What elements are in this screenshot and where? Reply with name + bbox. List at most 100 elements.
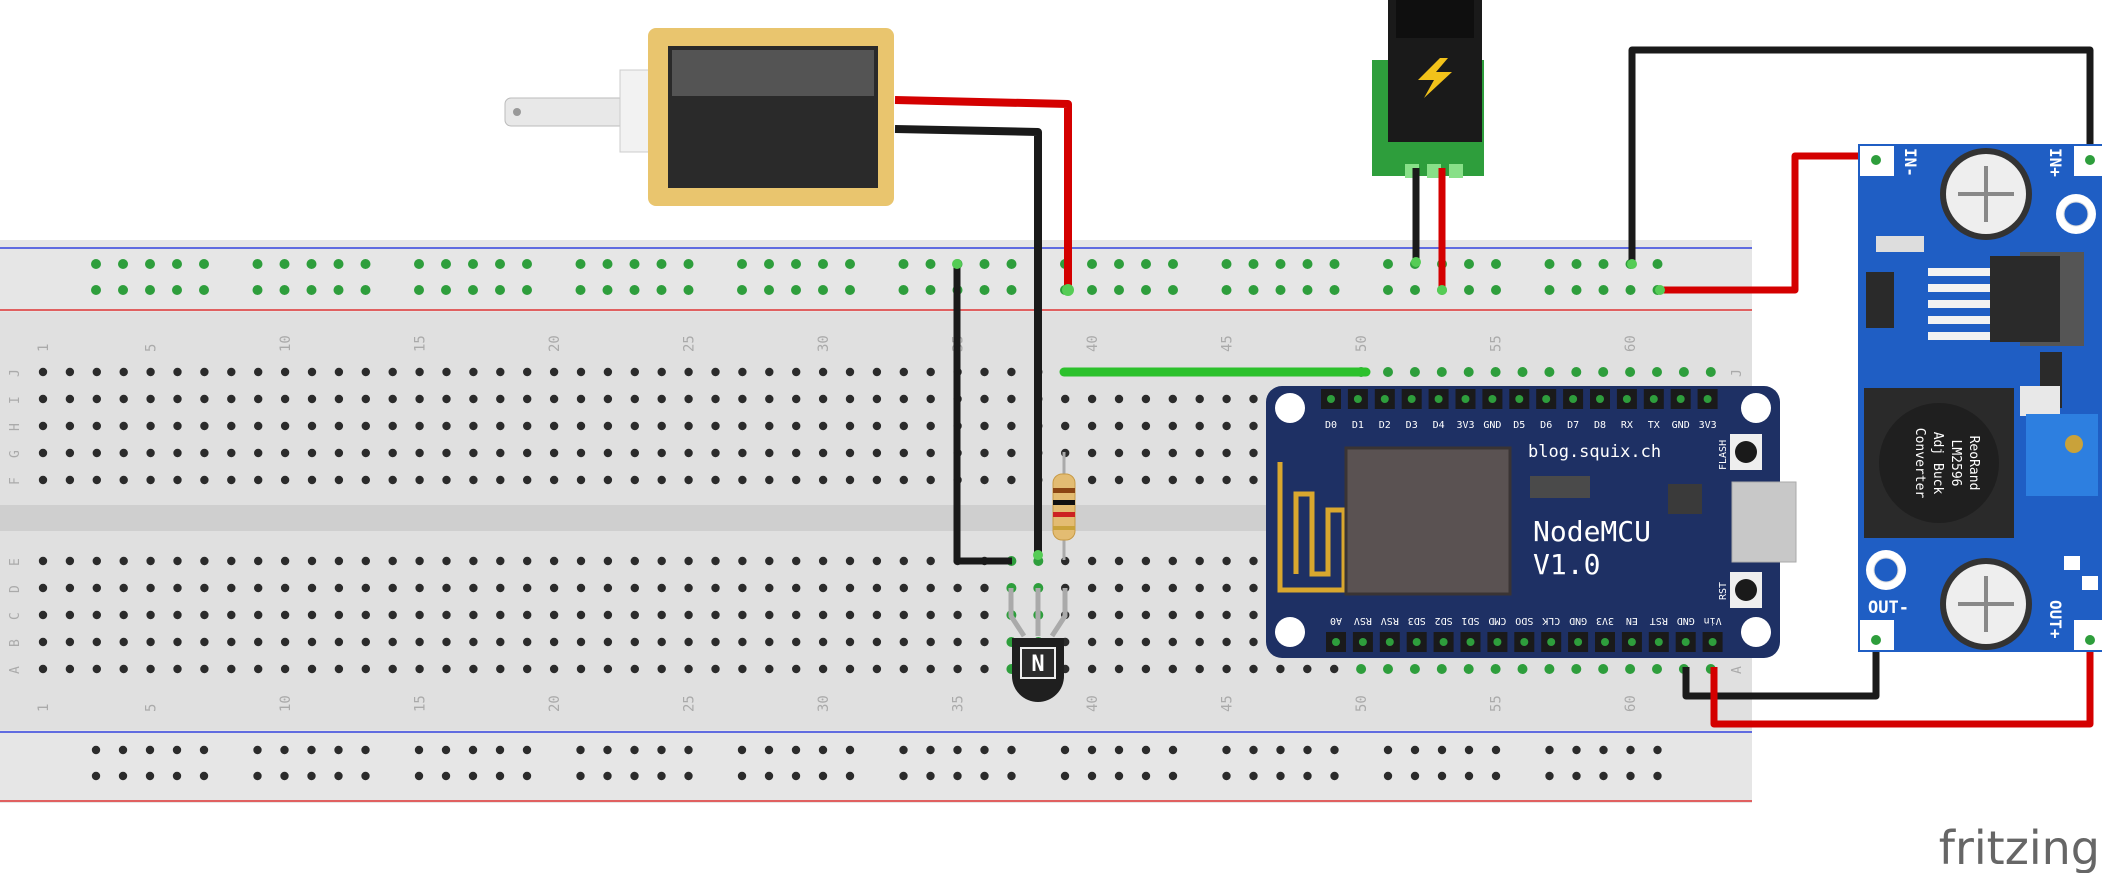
breadboard-hole [65,367,75,377]
breadboard-hole [523,583,532,593]
breadboard-hole [119,610,128,620]
rail-hole [118,771,128,781]
breadboard-hole [711,448,720,458]
solenoid-plunger [504,97,626,127]
rail-hole [791,771,801,781]
rail-hole [898,285,909,295]
rail-hole [898,259,909,269]
breadboard-hole [630,448,639,458]
breadboard-hole [469,583,478,593]
rail-hole [1491,259,1501,269]
breadboard-hole [899,394,908,404]
label-in-plus: IN+ [2046,148,2065,177]
breadboard-hole [872,637,882,647]
breadboard-hole [469,367,478,377]
column-number: 10 [278,695,294,712]
breadboard-hole [1222,583,1231,593]
header-pin-dot [1649,395,1658,403]
breadboard-hole [792,610,801,620]
rail-hole [1571,259,1582,269]
breadboard-hole [711,664,720,674]
breadboard-hole [872,664,882,674]
rail-hole [199,771,209,781]
rail-hole [468,745,478,755]
breadboard-hole [361,664,370,674]
column-number: 45 [1220,335,1236,352]
breadboard-hole [173,475,182,485]
breadboard-hole [980,610,989,620]
breadboard-hole [1222,394,1231,404]
breadboard-hole [1195,421,1204,431]
breadboard-hole [334,556,344,566]
breadboard-hole [603,421,613,431]
rail-hole [1599,745,1608,755]
breadboard-hole [361,637,370,647]
header-pin-dot [1358,638,1367,646]
pin-label: GND [1483,420,1501,431]
breadboard-hole [1276,664,1285,674]
breadboard-hole [307,664,317,674]
breadboard-hole [227,637,236,647]
breadboard-hole [1195,394,1204,404]
column-number: 50 [1354,335,1370,352]
breadboard-hole [1436,367,1447,377]
smd-chip-2 [1668,484,1702,514]
buck-mount-ring-top [2063,201,2089,227]
breadboard-hole [146,394,155,404]
column-number: 60 [1623,335,1639,352]
rail-hole [1249,771,1258,781]
pin-label: 3V3 [1456,420,1474,431]
breadboard-hole [496,394,505,404]
wire-buck-in-minus [1628,46,2094,264]
breadboard-hole [388,610,397,620]
breadboard-hole [334,637,344,647]
breadboard-hole [388,421,397,431]
rail-hole [1302,259,1313,269]
breadboard-hole [1222,556,1231,566]
rail-hole [441,771,451,781]
breadboard-hole [684,367,693,377]
breadboard-hole [899,556,908,566]
breadboard-hole [146,475,155,485]
breadboard-hole [1249,475,1258,485]
breadboard-hole [442,367,451,377]
breadboard-hole [926,664,935,674]
breadboard-hole [1249,610,1258,620]
breadboard-hole [361,610,370,620]
breadboard-hole [442,475,451,485]
breadboard-hole [926,448,935,458]
breadboard-hole [549,556,559,566]
breadboard-hole [523,367,532,377]
breadboard-hole [872,448,882,458]
pin-label: D7 [1567,420,1579,431]
breadboard-hole [65,637,75,647]
breadboard-hole [1409,664,1420,674]
breadboard-hole [1195,583,1204,593]
breadboard-hole [469,421,478,431]
breadboard-hole [442,583,451,593]
breadboard-hole [200,664,209,674]
rail-hole [333,259,344,269]
header-pin-dot [1385,638,1394,646]
rail-hole [306,259,317,269]
endpoint [1655,285,1665,295]
rail-hole [818,745,828,755]
column-number: 1 [36,344,52,352]
rail-hole [1626,745,1635,755]
breadboard-hole [361,448,370,458]
breadboard-hole [1141,448,1151,458]
rail-hole [522,285,532,295]
column-number: 55 [1489,335,1505,352]
header-pin-dot [1627,638,1636,646]
breadboard-hole [1490,664,1501,674]
breadboard-hole [442,637,451,647]
rail-hole [683,285,694,295]
breadboard-hole [657,367,666,377]
rail-hole [1303,745,1312,755]
breadboard-hole [496,637,505,647]
breadboard-hole [334,583,344,593]
pin-label: SD3 [1408,615,1426,626]
